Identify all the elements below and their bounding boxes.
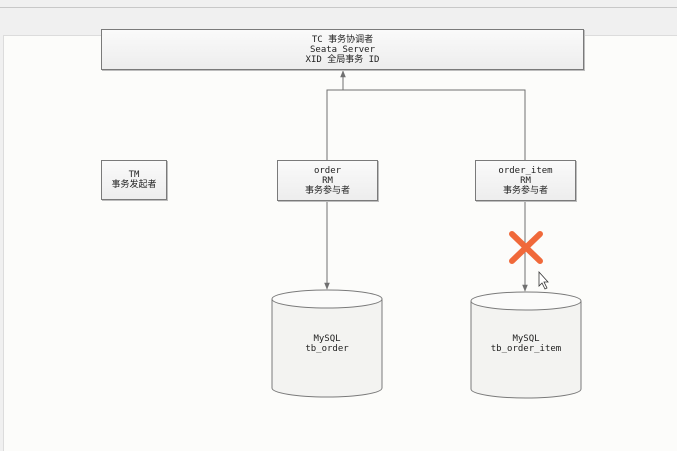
db-order-engine: MySQL <box>313 334 341 344</box>
drawing-page <box>3 35 677 451</box>
db-order-item-engine: MySQL <box>512 334 540 344</box>
toolbar-divider <box>0 7 677 8</box>
tm-role: 事务发起者 <box>111 180 157 190</box>
order-rm-service: order <box>313 165 342 176</box>
db-order-label: MySQL tb_order <box>272 334 382 354</box>
order-item-rm-role: 事务参与者 <box>502 185 548 196</box>
order-rm-type: RM <box>322 175 333 186</box>
order-rm-role: 事务参与者 <box>304 185 350 196</box>
tm-initiator-box: TM 事务发起者 <box>101 160 167 200</box>
order-rm-box: order RM 事务参与者 <box>277 160 378 201</box>
tc-coordinator-box: TC 事务协调者 Seata Server XID 全局事务 ID <box>101 29 584 70</box>
order-item-rm-box: order_item RM 事务参与者 <box>475 160 576 201</box>
db-order-item-table: tb_order_item <box>490 344 562 354</box>
tc-xid-label: XID 全局事务 ID <box>305 54 380 65</box>
db-order-item-label: MySQL tb_order_item <box>471 334 581 354</box>
tm-title: TM <box>128 170 140 180</box>
tc-title: TC 事务协调者 <box>311 34 374 45</box>
order-item-rm-service: order_item <box>498 165 553 176</box>
tc-server-name: Seata Server <box>309 44 376 55</box>
db-order-table: tb_order <box>305 344 349 354</box>
order-item-rm-type: RM <box>520 175 531 186</box>
